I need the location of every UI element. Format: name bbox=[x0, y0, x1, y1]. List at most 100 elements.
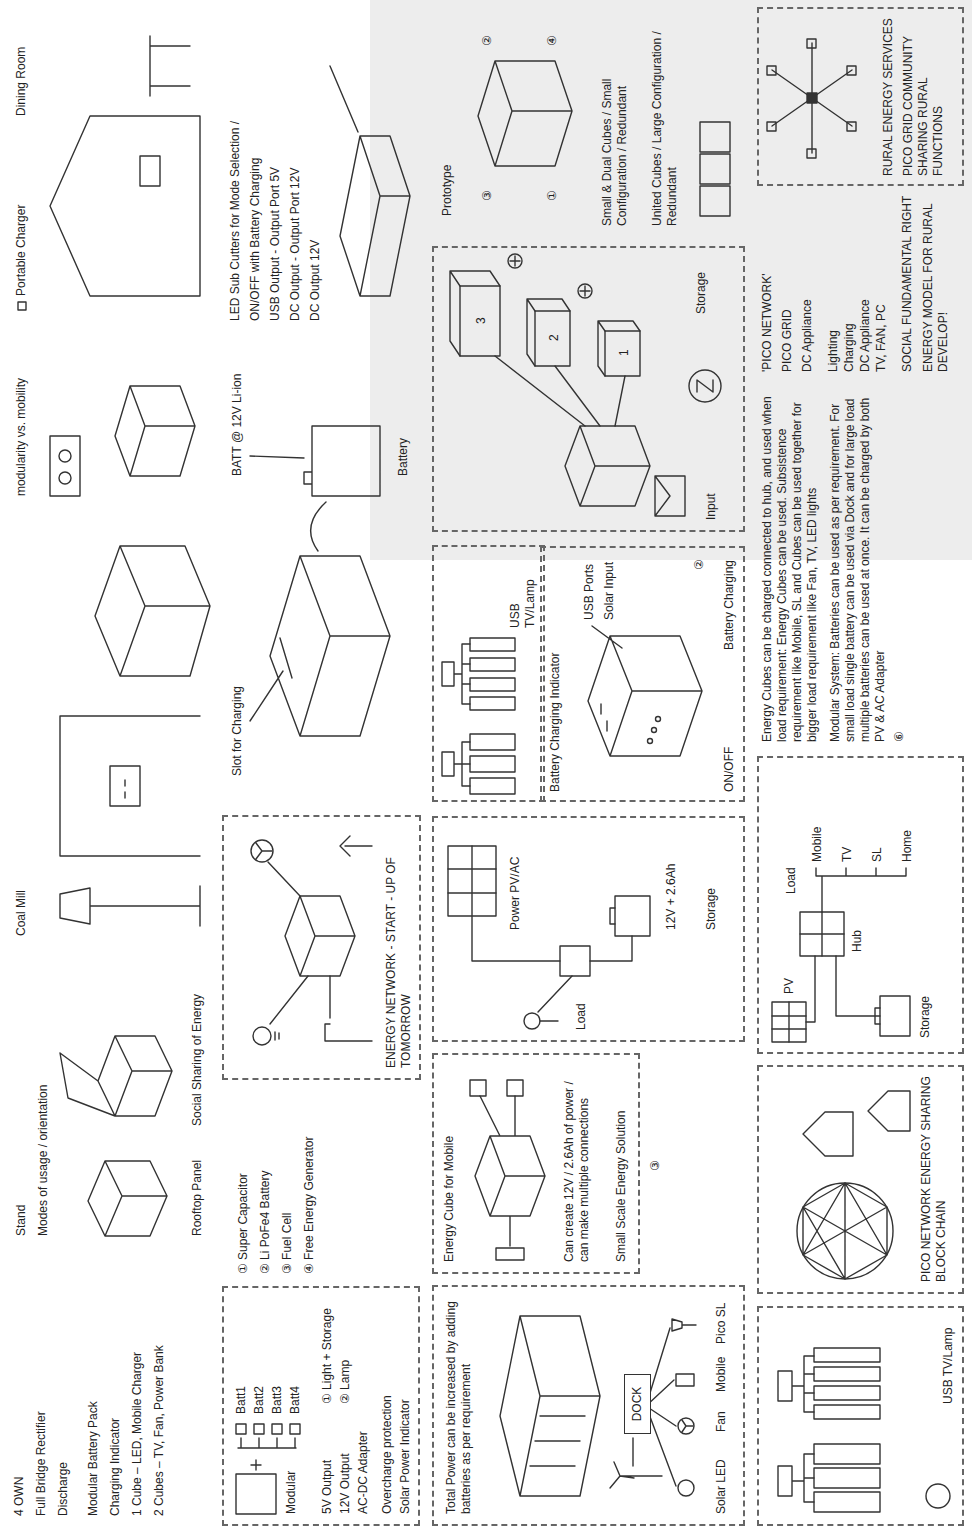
sketch-lines bbox=[18, 302, 26, 310]
sketch-label: DC Output - Output Port 12V bbox=[288, 168, 303, 321]
sketch-lines bbox=[807, 149, 816, 158]
sketch-label: Prototype bbox=[440, 165, 455, 216]
sketch-lines bbox=[778, 1356, 814, 1412]
sketch-lines bbox=[648, 739, 653, 744]
node-text: Total Power can be increased by adding b… bbox=[444, 1292, 474, 1514]
node-text: 12V Output bbox=[338, 1453, 353, 1514]
sketch-label: BATT @ 12V Li-ion bbox=[230, 374, 245, 476]
sketch-label: modularity vs. mobility bbox=[14, 378, 29, 496]
node-text: Pico SL bbox=[714, 1303, 729, 1344]
sketch-lines bbox=[926, 1484, 950, 1508]
node-text: ON/OFF bbox=[722, 747, 737, 792]
node-text: SL bbox=[870, 847, 885, 862]
node-text: Batt3 bbox=[270, 1386, 285, 1414]
sketch-lines bbox=[60, 1036, 172, 1116]
node-text: Solar LED bbox=[714, 1459, 729, 1514]
node-text: Hub bbox=[850, 930, 865, 952]
sketch-lines bbox=[803, 1183, 887, 1279]
node-text: Battery Charging bbox=[722, 560, 737, 650]
node-text: Batt2 bbox=[252, 1386, 267, 1414]
node-text: Mobile bbox=[810, 827, 825, 862]
sketch-label: PICO GRID bbox=[780, 309, 795, 372]
sketch-lines bbox=[797, 1183, 893, 1279]
node-text: Mobile bbox=[714, 1357, 729, 1392]
sketch-lines bbox=[508, 254, 522, 268]
sketch-lines bbox=[250, 556, 390, 736]
sketch-lines bbox=[807, 93, 817, 103]
sketch-lines bbox=[656, 717, 661, 722]
callout-number: ④ bbox=[545, 35, 560, 46]
sketch-lines bbox=[578, 284, 592, 298]
sketch-lines bbox=[778, 1454, 814, 1502]
sketch-lines bbox=[814, 1492, 880, 1512]
node-text: 12V + 2.6Ah bbox=[664, 864, 679, 930]
sketch-lines bbox=[803, 1091, 910, 1156]
node-text: PV bbox=[782, 978, 797, 994]
sketch-label: Lighting bbox=[826, 330, 841, 372]
sketch-label: Dining Room bbox=[14, 47, 29, 116]
sketch-lines bbox=[580, 286, 590, 296]
sketch-lines bbox=[767, 122, 776, 131]
dock-sketch-box: Total Power can be increased by adding b… bbox=[432, 1285, 745, 1526]
sketch-lines bbox=[470, 697, 515, 710]
sketch-lines bbox=[816, 868, 906, 1024]
node-text: PICO NETWORK ENERGY SHARING BLOCK CHAIN bbox=[919, 1072, 949, 1282]
node-text: PICO GRID COMMUNITY SHARING RURAL FUNCTI… bbox=[901, 14, 946, 176]
sketch-label: Charging bbox=[842, 323, 857, 372]
node-text: Home bbox=[900, 830, 915, 862]
note-paragraph: Energy Cubes can be charged connected to… bbox=[760, 386, 820, 742]
node-text: Solar Input bbox=[602, 562, 617, 620]
node-text: 1 bbox=[617, 349, 632, 356]
sketch-lines bbox=[807, 39, 816, 48]
sketch-lines bbox=[772, 43, 852, 153]
node-text: 5V Output bbox=[320, 1460, 335, 1514]
sketch-lines bbox=[772, 956, 815, 1042]
sketch-lines bbox=[60, 716, 200, 856]
pico-hub-box: PVLoadMobileTVSLHomeHubStorage bbox=[757, 756, 964, 1054]
sketch-lines bbox=[236, 1474, 276, 1514]
sketch-lines bbox=[847, 122, 856, 131]
node-text: Batt4 bbox=[288, 1386, 303, 1414]
sketch-lines bbox=[560, 946, 590, 976]
sketch-lines bbox=[610, 1438, 662, 1488]
sketch-lines bbox=[275, 1032, 279, 1040]
sketch-lines bbox=[442, 742, 470, 786]
sketch-lines bbox=[478, 61, 572, 166]
sketch-label: Rooftop Panel bbox=[190, 1160, 205, 1236]
sketch-lines bbox=[814, 1468, 880, 1488]
sketch-label: DC Output 12V bbox=[308, 240, 323, 321]
node-text: Battery Charging Indicator bbox=[548, 653, 563, 792]
sketch-lines bbox=[442, 644, 470, 704]
rural-services-box: RURAL ENERGY SERVICESPICO GRID COMMUNITY… bbox=[757, 7, 964, 186]
sketch-lines bbox=[672, 1319, 696, 1331]
sketch-lines bbox=[814, 1386, 880, 1400]
sketch-label: Stand bbox=[14, 1205, 29, 1236]
sketch-label: TV, FAN, PC bbox=[874, 304, 889, 372]
sketch-lines bbox=[538, 976, 572, 1021]
sketch-label: 2 Cubes – TV, Fan, Power Bank bbox=[152, 1345, 167, 1516]
sketch-lines bbox=[676, 1374, 694, 1386]
node-text: Storage bbox=[918, 996, 933, 1038]
sketch-lines bbox=[470, 734, 515, 750]
sketch-lines bbox=[678, 1480, 694, 1496]
node-text: 3 bbox=[474, 317, 489, 324]
sketch-label: ④ Free Energy Generator bbox=[302, 1137, 317, 1274]
sketch-label: Social Sharing of Energy bbox=[190, 994, 205, 1126]
sketch-lines bbox=[470, 638, 515, 651]
sketch-lines bbox=[655, 476, 685, 516]
sketch-label: Slot for Charging bbox=[230, 686, 245, 776]
heading-note: ENERGY MODEL FOR RURAL DEVELOP! bbox=[921, 192, 951, 372]
sketch-label: 4 OWN bbox=[12, 1477, 27, 1516]
sketch-lines bbox=[115, 386, 195, 476]
paper-tint bbox=[370, 0, 972, 560]
sketch-lines bbox=[814, 1444, 880, 1464]
sketch-lines bbox=[470, 1080, 486, 1096]
sketch-label: ① Super Capacitor bbox=[236, 1173, 251, 1274]
sketch-label: Battery bbox=[396, 438, 411, 476]
sketch-lines bbox=[814, 1348, 880, 1362]
sketch-label: 1 Cube – LED, Mobile Charger bbox=[130, 1352, 145, 1516]
sketch-lines bbox=[598, 321, 640, 376]
sketch-label: ③ Fuel Cell bbox=[280, 1213, 295, 1274]
sketch-lines bbox=[814, 1405, 880, 1419]
sketch-lines bbox=[880, 996, 910, 1036]
